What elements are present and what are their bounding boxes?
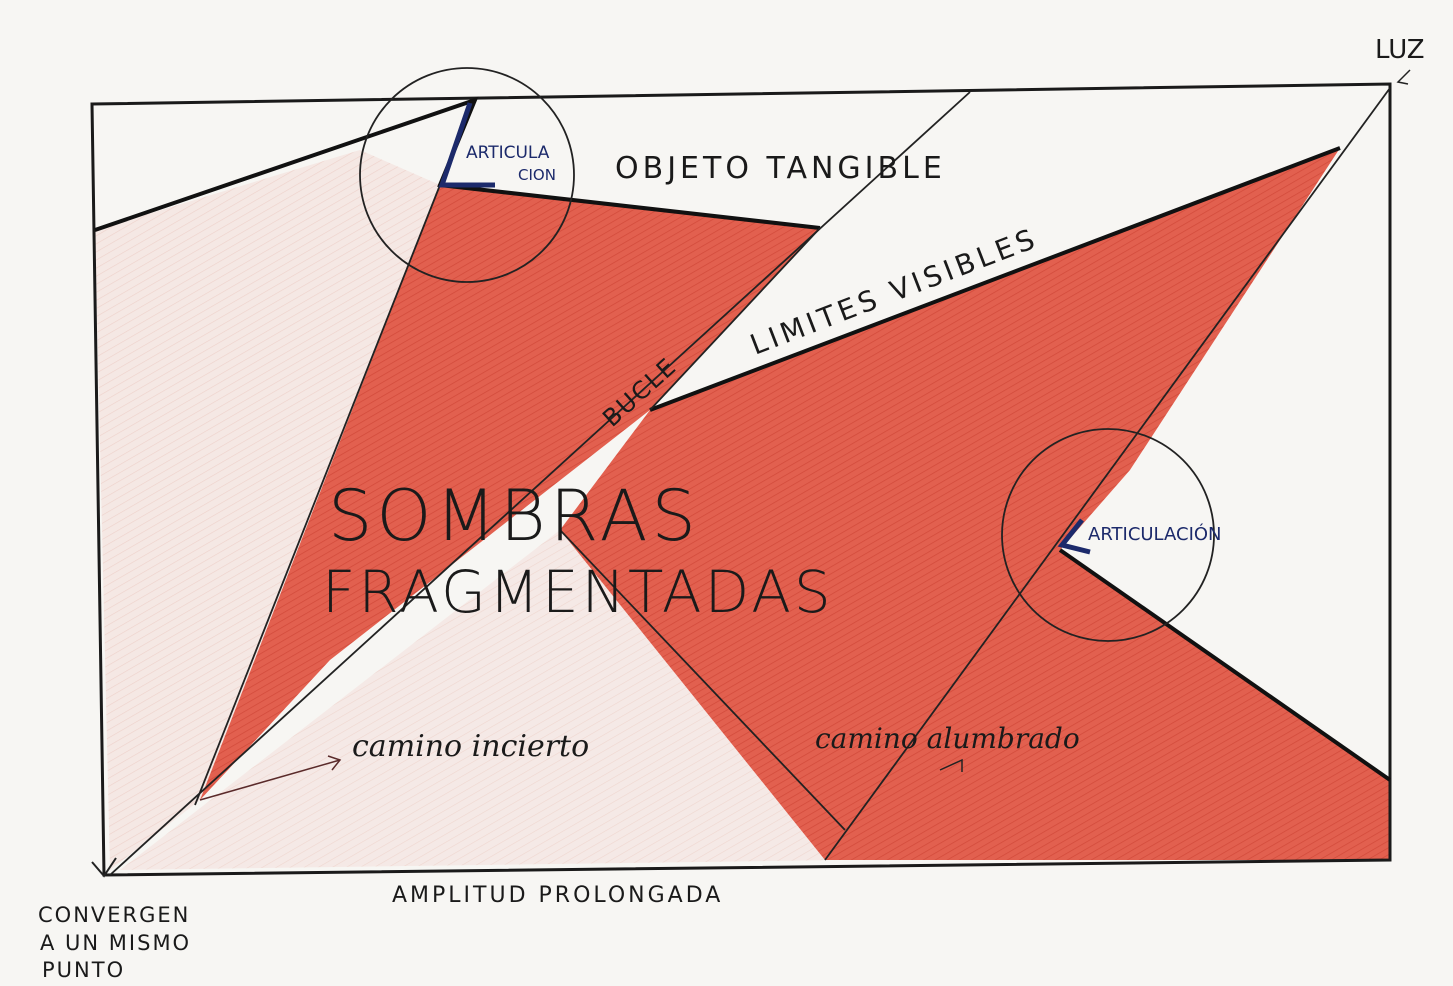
label-articulacion-right: ARTICULACIÓN xyxy=(1088,523,1222,545)
label-camino-incierto: camino incierto xyxy=(352,729,589,764)
articulation-mark-top xyxy=(438,102,495,188)
ray-left xyxy=(194,184,441,806)
articulation-circle-right xyxy=(1001,428,1215,642)
label-convergen-1: CONVERGEN xyxy=(38,903,190,927)
light-shading xyxy=(95,150,440,870)
convergence-mark xyxy=(91,857,117,878)
red-shadow-left xyxy=(200,185,820,800)
ray-luz xyxy=(824,87,1391,861)
label-convergen-2: A UN MISMO xyxy=(40,931,191,955)
ray-diagonal xyxy=(109,91,971,876)
arrow-alumbrado xyxy=(939,758,963,772)
object-edge-right xyxy=(649,146,1341,412)
arrow-incierto xyxy=(199,759,341,801)
articulation-circle-top xyxy=(359,67,575,283)
frame xyxy=(90,82,1392,877)
object-edge-lower xyxy=(1058,548,1392,782)
light-shading-bottom xyxy=(120,530,840,870)
label-fragmentadas: FRAGMENTADAS xyxy=(322,558,834,626)
label-sombras: SOMBRAS xyxy=(328,475,700,557)
articulation-mark-right xyxy=(1057,518,1091,555)
ray-center xyxy=(559,529,846,831)
label-articulacion-top-1: ARTICULA xyxy=(466,143,550,163)
label-convergen-3: PUNTO xyxy=(42,958,125,982)
red-shadow-right xyxy=(560,148,1390,860)
arrow-luz xyxy=(1396,69,1411,85)
label-objeto-tangible: OBJETO TANGIBLE xyxy=(615,151,946,186)
label-luz: LUZ xyxy=(1375,35,1425,65)
label-camino-alumbrado: camino alumbrado xyxy=(815,722,1080,755)
ray-upper xyxy=(649,227,821,411)
label-articulacion-top-2: CION xyxy=(518,166,556,184)
label-amplitud-prolongada: AMPLITUD PROLONGADA xyxy=(392,883,723,908)
arrow-incierto-head xyxy=(327,755,342,771)
